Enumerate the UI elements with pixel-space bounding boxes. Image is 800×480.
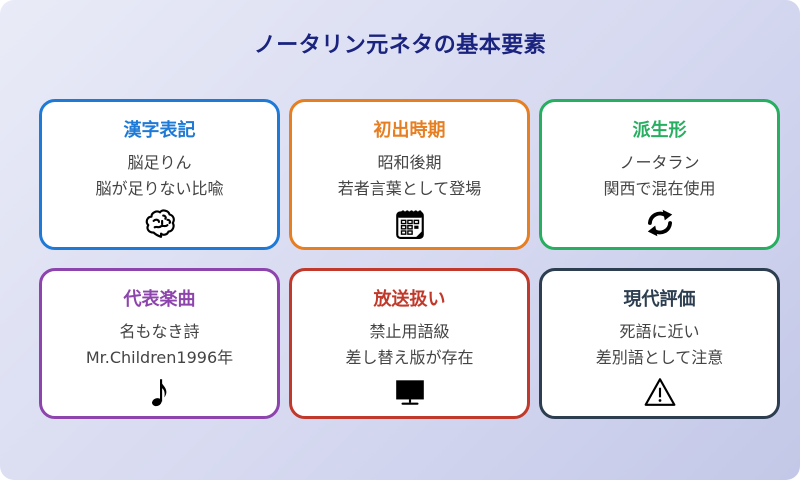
card-line: 禁止用語級: [369, 322, 450, 341]
card-body: 死語に近い 差別語として注意: [542, 319, 777, 371]
card-line: 名もなき詩: [119, 322, 200, 341]
refresh-icon: [542, 206, 777, 240]
card-body: 禁止用語級 差し替え版が存在: [292, 319, 527, 371]
warning-icon: [542, 375, 777, 409]
card-line: 差別語として注意: [595, 348, 724, 367]
card-line: 関西で混在使用: [603, 179, 716, 198]
card-kanji-notation: 漢字表記 脳足りん 脳が足りない比喩: [39, 99, 280, 250]
monitor-icon: [292, 375, 527, 409]
card-line: 差し替え版が存在: [345, 348, 474, 367]
card-first-appearance: 初出時期 昭和後期 若者言葉として登場: [289, 99, 530, 250]
card-title: 初出時期: [373, 120, 446, 141]
card-body: ノータラン 関西で混在使用: [542, 150, 777, 202]
card-line: 死語に近い: [619, 322, 700, 341]
card-title: 放送扱い: [373, 289, 446, 310]
card-representative-song: 代表楽曲 名もなき詩 Mr.Children1996年: [39, 268, 280, 419]
card-title: 漢字表記: [123, 120, 196, 141]
calendar-icon: [292, 206, 527, 240]
card-line: ノータラン: [619, 153, 700, 172]
card-line: 脳が足りない比喩: [95, 179, 224, 198]
card-body: 脳足りん 脳が足りない比喩: [42, 150, 277, 202]
card-line: 若者言葉として登場: [337, 179, 482, 198]
card-body: 昭和後期 若者言葉として登場: [292, 150, 527, 202]
page-title: ノータリン元ネタの基本要素: [253, 33, 547, 58]
card-title: 代表楽曲: [123, 289, 196, 310]
card-title: 派生形: [632, 120, 687, 141]
card-broadcast-handling: 放送扱い 禁止用語級 差し替え版が存在: [289, 268, 530, 419]
card-body: 名もなき詩 Mr.Children1996年: [42, 319, 277, 371]
card-line: 脳足りん: [127, 153, 192, 172]
card-line: Mr.Children1996年: [85, 348, 234, 367]
card-derived-form: 派生形 ノータラン 関西で混在使用: [539, 99, 780, 250]
brain-icon: [42, 206, 277, 240]
card-grid: 漢字表記 脳足りん 脳が足りない比喩 初出時期 昭和後期: [39, 99, 780, 419]
card-modern-evaluation: 現代評価 死語に近い 差別語として注意: [539, 268, 780, 419]
card-line: 昭和後期: [377, 153, 442, 172]
music-note-icon: [42, 375, 277, 409]
card-title: 現代評価: [623, 289, 696, 310]
